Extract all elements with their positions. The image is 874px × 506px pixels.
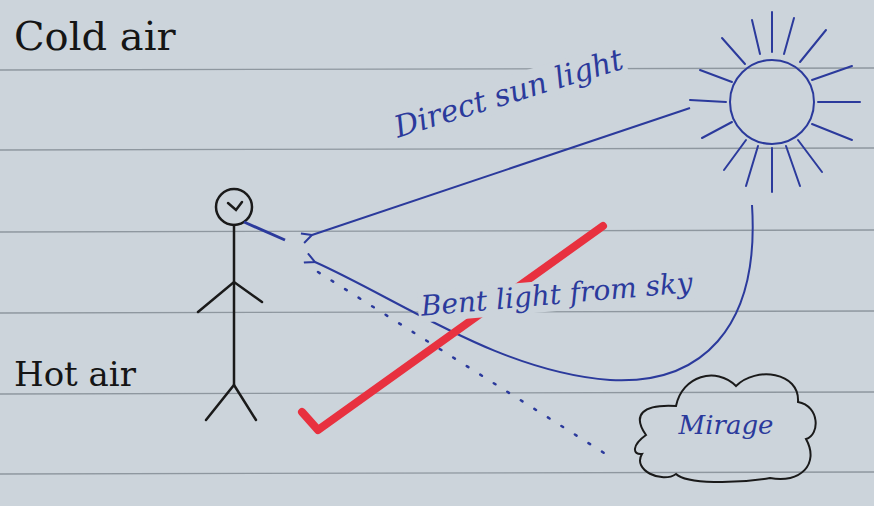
ray-label: Direct sun light	[387, 42, 629, 145]
check-mark	[302, 226, 603, 430]
ray-label: Bent light from sky	[417, 268, 697, 323]
stick-figure	[198, 189, 262, 420]
bent-ray	[315, 205, 753, 380]
cloud-label: Mirage	[679, 410, 774, 440]
cloud-shape: Mirage	[626, 360, 826, 490]
direct-ray	[312, 108, 690, 235]
region-label: Hot air	[14, 356, 136, 393]
region-label: Cold air	[14, 14, 176, 58]
eye-ray	[244, 222, 285, 240]
sun	[690, 12, 860, 192]
